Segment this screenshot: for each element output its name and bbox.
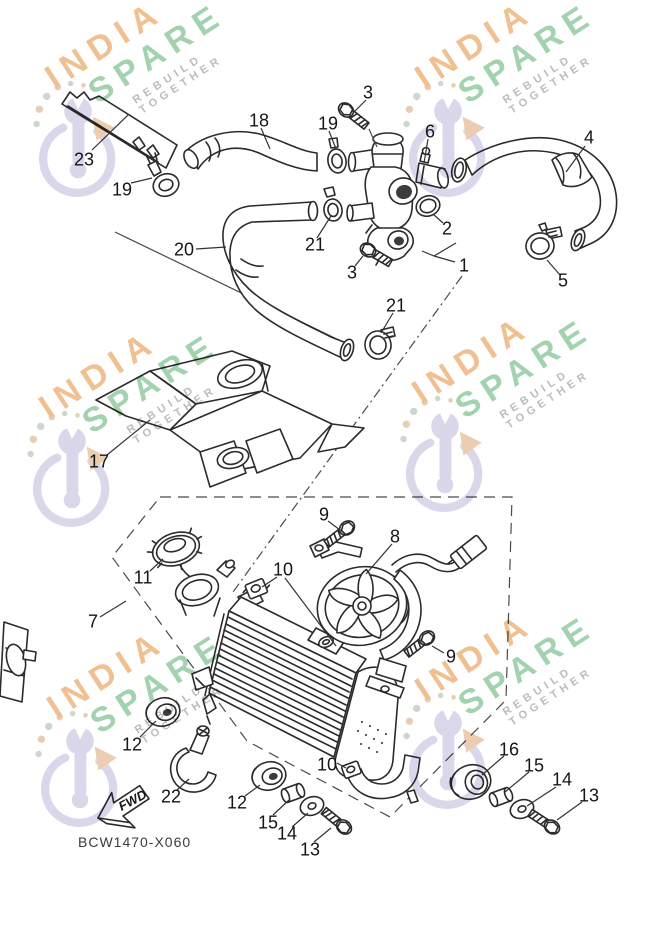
part-label-1: 1 xyxy=(458,255,470,276)
part-label-21: 21 xyxy=(304,234,326,255)
part-label-20: 20 xyxy=(173,239,195,260)
clamp-19-left xyxy=(146,152,180,198)
part-label-19: 19 xyxy=(317,113,339,134)
part-label-9: 9 xyxy=(445,646,457,667)
fan-wire xyxy=(391,553,460,566)
lower-pipe xyxy=(0,621,37,703)
part-label-2: 2 xyxy=(441,218,453,239)
part-label-13: 13 xyxy=(578,785,600,806)
clamp-21-upper xyxy=(323,186,343,222)
shroud-17 xyxy=(95,350,365,488)
grommet-16 xyxy=(449,763,492,801)
part-label-22: 22 xyxy=(160,786,182,807)
part-label-16: 16 xyxy=(498,739,520,760)
part-label-6: 6 xyxy=(424,121,436,142)
part-label-23: 23 xyxy=(73,149,95,170)
oring-2 xyxy=(415,194,441,218)
thermostat-assembly-1 xyxy=(346,132,418,266)
clamp-5 xyxy=(525,222,563,260)
part-label-14: 14 xyxy=(551,769,573,790)
grommet-12-left xyxy=(142,693,184,731)
drawing-code: BCW1470-X060 xyxy=(78,834,192,850)
part-label-15: 15 xyxy=(257,812,279,833)
tank-texture-dots xyxy=(357,721,387,753)
holder-22 xyxy=(169,725,217,793)
fwd-arrow: FWD xyxy=(97,784,150,829)
part-label-12: 12 xyxy=(226,792,248,813)
part-label-3: 3 xyxy=(362,82,374,103)
radiator-7 xyxy=(174,559,421,804)
bolt-3-top xyxy=(334,99,372,132)
part-label-19: 19 xyxy=(111,179,133,200)
bolt-axis-line xyxy=(368,128,378,148)
part-label-21: 21 xyxy=(385,295,407,316)
radiator-cap-11 xyxy=(146,527,203,579)
part-label-17: 17 xyxy=(88,451,110,472)
part-label-3: 3 xyxy=(346,262,358,283)
bolt-13-right xyxy=(525,806,564,838)
part-label-4: 4 xyxy=(583,127,595,148)
clip-10-bottom xyxy=(340,760,362,779)
leader-lines xyxy=(91,99,586,843)
part-label-9: 9 xyxy=(318,504,330,525)
clamp-21-mid xyxy=(364,326,396,360)
hose-18 xyxy=(183,130,318,172)
part-label-15: 15 xyxy=(523,755,545,776)
part-label-11: 11 xyxy=(133,567,153,588)
hose-4 xyxy=(464,137,618,252)
fan-8 xyxy=(309,534,488,699)
part-label-14: 14 xyxy=(276,823,298,844)
part-label-8: 8 xyxy=(389,526,401,547)
clamp-19-right xyxy=(327,137,347,174)
part-label-5: 5 xyxy=(557,270,569,291)
spacer-15-right xyxy=(486,785,516,809)
part-label-18: 18 xyxy=(248,110,270,131)
part-label-10: 10 xyxy=(316,754,338,775)
wire-connector xyxy=(447,534,488,570)
part-label-10: 10 xyxy=(272,559,294,580)
part-label-7: 7 xyxy=(87,611,99,632)
part-label-12: 12 xyxy=(121,734,143,755)
hose-20 xyxy=(222,200,355,362)
fitting-6 xyxy=(415,146,450,189)
clip-10-top xyxy=(242,578,271,600)
spacer-15-left xyxy=(278,781,308,805)
part-label-13: 13 xyxy=(299,839,321,860)
dashed-boundary xyxy=(111,496,513,818)
